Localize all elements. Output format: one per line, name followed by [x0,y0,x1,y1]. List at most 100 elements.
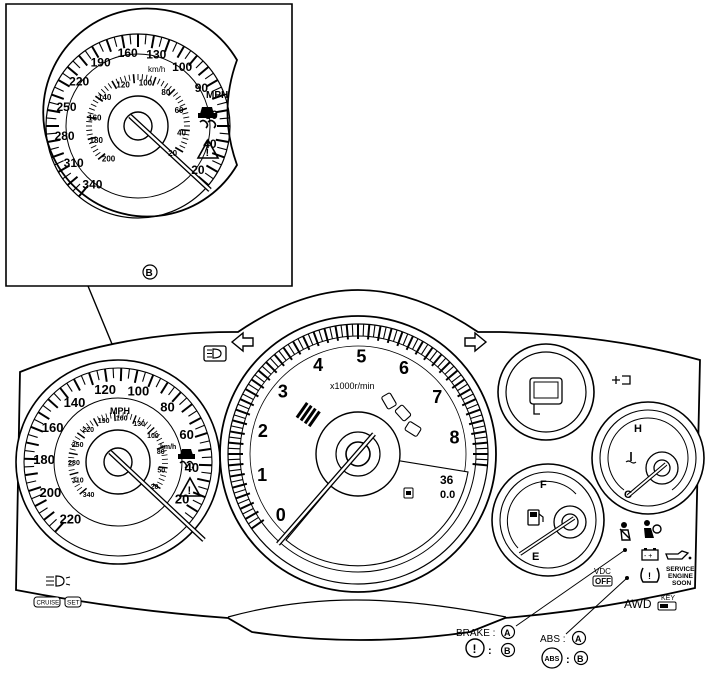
gauge-tick [46,132,57,135]
gauge-tick [228,441,244,445]
gauge-tick [237,498,250,505]
gauge-tick [68,452,78,456]
temp-hot-label: H [634,423,642,435]
gauge-tick [205,79,219,88]
gauge-tick [78,185,88,198]
gauge-tick [472,441,488,445]
svg-text:B: B [504,646,511,656]
tach-number-label: 2 [258,421,268,441]
gauge-tick [278,350,287,361]
tach-number-label: 6 [399,358,409,378]
svg-text:SERVICE: SERVICE [666,566,695,573]
gauge-tick [90,145,97,149]
seatbelt-warning-icon [619,522,631,541]
gauge-tick [179,145,186,149]
gauge-tick [192,499,203,506]
svg-text::: : [488,645,492,657]
speedo-mph-label: 60 [179,427,193,442]
gauge-tick [473,425,486,429]
gauge-tick [237,403,250,410]
gauge-tick [204,72,214,80]
gauge-tick [307,333,314,346]
gauge-tick [164,39,171,53]
gauge-tick [423,346,434,361]
gauge-tick [475,447,488,450]
gauge-tick [205,164,219,173]
tach-number-label: 4 [313,355,323,375]
gauge-tick [76,486,83,491]
svg-text::: : [566,654,570,666]
vdc-off-indicator: VDC OFF [592,567,613,587]
gauge-tick [105,39,112,53]
awd-indicator: AWD [624,597,652,611]
inset-mph-label: 60 [175,106,184,115]
inset-mph-label: 120 [116,80,130,89]
svg-text:BRAKE :: BRAKE : [456,628,495,639]
gauge-tick [250,519,265,530]
gauge-tick [248,383,259,392]
gauge-tick [182,112,189,115]
gauge-tick [90,103,97,107]
gauge-tick [78,54,88,67]
gauge-tick [79,487,88,495]
gauge-tick [86,129,93,131]
gauge-tick [438,361,451,374]
gauge-tick [105,413,108,420]
gauge-tick [233,488,246,494]
svg-text:ENGINE: ENGINE [668,573,694,580]
master-warning-icon: ! [196,138,220,159]
gauge-tick [312,331,320,347]
gauge-tick [86,423,91,429]
gauge-tick [204,172,214,180]
gauge-tick [217,101,228,106]
svg-text:KEY: KEY [661,595,675,602]
speedo-kmh-label: 160 [116,416,128,423]
gauge-tick [37,411,50,420]
svg-text:A: A [504,628,511,638]
gauge-tick [26,480,37,484]
gauge-tick [33,418,44,425]
gauge-tick [51,152,65,159]
gauge-tick [141,74,143,81]
gauge-tick [158,36,163,47]
coolant-temp-icon [625,452,637,464]
gauge-tick [244,388,259,398]
gauge-tick [429,350,438,361]
gauge-tick [103,368,108,382]
gauge-tick [345,324,349,340]
gauge-tick [126,412,129,419]
gauge-tick [158,478,165,482]
fuel-full-label: F [540,479,547,491]
gauge-tick [92,418,99,427]
speedo-kmh-label: 250 [72,442,84,449]
speedo-kmh-label: 310 [72,478,84,485]
svg-text:!: ! [648,571,651,581]
slip-indicator-icon [198,107,217,129]
gauge-tick [195,424,205,430]
gauge-tick [376,325,382,341]
gauge-tick [211,93,225,100]
gauge-tick [38,507,48,514]
gauge-tick [167,88,176,97]
inset-mph-label: 180 [90,136,104,145]
gauge-tick [405,335,414,351]
gauge-tick [69,448,76,451]
tach-redline [381,392,422,437]
trip-readout-b: 0.0 [440,489,455,501]
gauge-tick [54,86,64,92]
gauge-tick [235,492,251,500]
inset-kmh-label: 160 [118,46,138,60]
gauge-tick [228,458,241,461]
gauge-tick [351,324,354,337]
gauge-tick [175,95,181,100]
gauge-tick [146,424,152,430]
gauge-tick [229,472,245,478]
gauge-tick [470,414,483,420]
gauge-tick [233,414,246,420]
tire-pressure-icon: ! [640,567,660,583]
gauge-tick [96,370,100,381]
gauge-tick [160,470,168,473]
speedo-mph-label: 120 [94,382,116,397]
speedo-kmh-label: 50 [157,467,165,474]
